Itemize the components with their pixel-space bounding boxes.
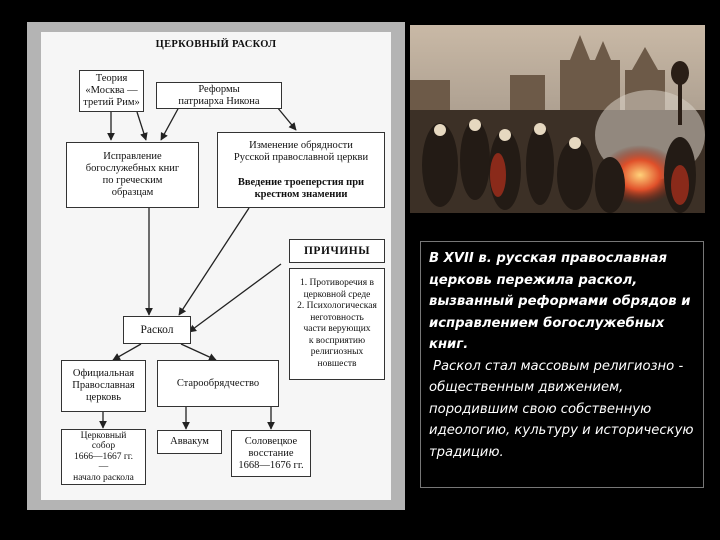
schism-label: Раскол <box>141 324 174 336</box>
council-line-2: собор <box>92 441 115 452</box>
solovki-line-3: 1668—1676 гг. <box>238 460 303 472</box>
causes-line-6: к восприятию <box>309 336 365 348</box>
arrow-theory-to-correction-2 <box>137 112 146 140</box>
caption-body: Раскол стал массовым религиозно - общест… <box>429 356 701 464</box>
caption-lead: В XVII в. русская православная церковь п… <box>429 248 701 356</box>
avvakum-label: Аввакум <box>170 436 209 448</box>
reforms-box: Реформы патриарха Никона <box>156 82 282 109</box>
official-church-box: Официальная Православная церковь <box>61 360 146 412</box>
three-finger-line-2: крестном знамении <box>238 189 364 201</box>
diagram-title: ЦЕРКОВНЫЙ РАСКОЛ <box>41 39 391 50</box>
council-line-1: Церковный <box>81 431 127 442</box>
correction-line-1: Исправление <box>103 151 161 163</box>
reforms-line-1: Реформы <box>198 84 239 96</box>
causes-line-5: части верующих <box>303 324 370 336</box>
arrow-reforms-to-ritual <box>277 107 296 130</box>
painting-illustration <box>410 25 705 213</box>
ritual-change-line-2: Русской православной церкви <box>234 152 368 164</box>
old-belief-box: Старообрядчество <box>157 360 279 407</box>
correction-line-3: по греческим <box>103 175 163 187</box>
causes-list-box: 1. Противоречия в церковной среде 2. Пси… <box>289 268 385 380</box>
theory-line-3: третий Рим» <box>83 97 139 109</box>
causes-line-4: неготовность <box>310 313 364 325</box>
causes-line-1: 1. Противоречия в <box>300 278 374 290</box>
causes-line-8: новшеств <box>318 359 357 371</box>
diagram-paper: ЦЕРКОВНЫЙ РАСКОЛ Теория «Москва — третий… <box>41 32 391 500</box>
correction-line-4: образцам <box>112 187 154 199</box>
arrow-reforms-to-correction <box>161 107 179 140</box>
ritual-change-text: Изменение обрядности Русской православно… <box>234 140 368 164</box>
causes-title-box: ПРИЧИНЫ <box>289 239 385 263</box>
causes-title: ПРИЧИНЫ <box>304 245 370 257</box>
three-finger-line-1: Введение троеперстия при <box>238 177 364 189</box>
arrow-schism-to-official <box>113 344 141 360</box>
schism-box: Раскол <box>123 316 191 344</box>
ritual-change-box: Изменение обрядности Русской православно… <box>217 132 385 208</box>
three-finger-text: Введение троеперстия при крестном знамен… <box>238 177 364 201</box>
solovki-box: Соловецкое восстание 1668—1676 гг. <box>231 430 311 477</box>
official-church-line-3: церковь <box>86 392 121 404</box>
theory-line-2: «Москва — <box>85 85 137 97</box>
correction-line-2: богослужебных книг <box>86 163 179 175</box>
solovki-line-1: Соловецкое <box>245 436 297 448</box>
theory-box: Теория «Москва — третий Рим» <box>79 70 144 112</box>
correction-box: Исправление богослужебных книг по гречес… <box>66 142 199 208</box>
arrow-causes-to-schism <box>189 264 281 332</box>
painting-image <box>410 25 705 213</box>
diagram-panel: ЦЕРКОВНЫЙ РАСКОЛ Теория «Москва — третий… <box>27 22 405 510</box>
ritual-change-line-1: Изменение обрядности <box>234 140 368 152</box>
old-belief-label: Старообрядчество <box>177 378 259 390</box>
reforms-line-2: патриарха Никона <box>178 96 259 108</box>
caption-text: В XVII в. русская православная церковь п… <box>429 248 701 463</box>
official-church-line-2: Православная <box>72 380 135 392</box>
causes-line-7: религиозных <box>311 347 364 359</box>
causes-line-3: 2. Психологическая <box>297 301 377 313</box>
council-box: Церковный собор 1666—1667 гг. — начало р… <box>61 429 146 485</box>
caption-box: В XVII в. русская православная церковь п… <box>420 241 704 488</box>
avvakum-box: Аввакум <box>157 430 222 454</box>
arrow-ritual-to-schism <box>179 208 249 315</box>
theory-line-1: Теория <box>96 73 128 85</box>
causes-line-2: церковной среде <box>304 290 371 302</box>
official-church-line-1: Официальная <box>73 368 134 380</box>
council-line-4: — <box>99 462 109 473</box>
solovki-line-2: восстание <box>249 448 294 460</box>
council-line-5: начало раскола <box>73 473 134 484</box>
arrow-schism-to-oldbelief <box>181 344 216 360</box>
council-line-3: 1666—1667 гг. <box>74 452 133 463</box>
